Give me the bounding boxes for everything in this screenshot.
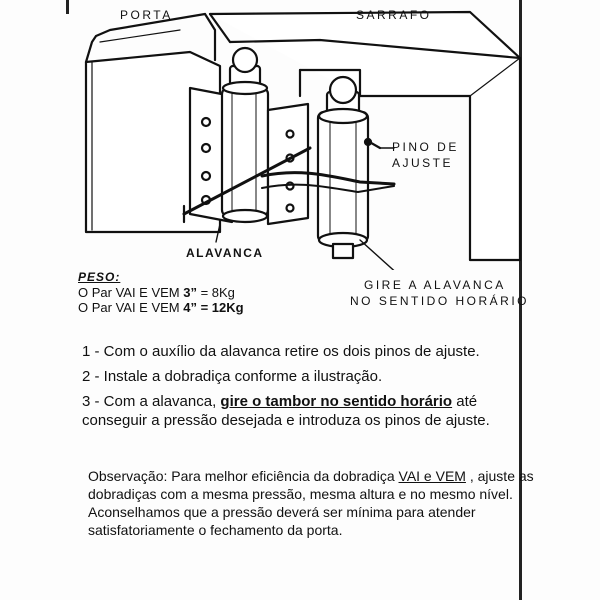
weight-row2-prefix: O Par VAI E VEM xyxy=(78,300,184,315)
label-porta: PORTA xyxy=(120,8,173,22)
weight-title: PESO: xyxy=(78,270,121,284)
weight-row1-size: 3” xyxy=(183,285,197,300)
step-3: 3 - Com a alavanca, gire o tambor no sen… xyxy=(82,392,532,430)
note-pre: Observação: Para melhor eficiência da do… xyxy=(88,468,399,484)
label-gire-line2: NO SENTIDO HORÁRIO xyxy=(350,294,530,308)
label-gire-line1: GIRE A ALAVANCA xyxy=(364,278,506,292)
label-alavanca: ALAVANCA xyxy=(186,246,264,260)
page-edge-right xyxy=(519,0,522,600)
right-barrel xyxy=(316,110,370,244)
note-emphasis: VAI e VEM xyxy=(398,468,466,484)
label-pino-line1: PINO DE xyxy=(392,140,459,154)
weight-row2-size: 4” = 12Kg xyxy=(183,300,244,315)
observation-note: Observação: Para melhor eficiência da do… xyxy=(88,467,538,539)
weight-table: PESO: O Par VAI E VEM 3” = 8Kg O Par VAI… xyxy=(78,270,244,315)
step-1: 1 - Com o auxílio da alavanca retire os … xyxy=(82,343,480,360)
weight-row1-value: = 8Kg xyxy=(196,285,235,300)
page-edge-left xyxy=(66,0,69,14)
installation-steps: 1 - Com o auxílio da alavanca retire os … xyxy=(82,342,532,430)
lever-strap xyxy=(260,171,396,186)
weight-row1-prefix: O Par VAI E VEM xyxy=(78,285,184,300)
label-pino-line2: AJUSTE xyxy=(392,156,454,170)
hinge-illustration xyxy=(84,10,522,270)
step-3-emphasis: gire o tambor no sentido horário xyxy=(220,393,453,410)
step-2: 2 - Instale a dobradiça conforme a ilust… xyxy=(82,368,383,385)
step-3-post: até conseguir a pressão desejada e intro… xyxy=(82,393,490,429)
note-post: , ajuste as dobradiças com a mesma press… xyxy=(88,468,534,538)
left-barrel xyxy=(220,86,270,218)
lever-bar xyxy=(182,146,312,216)
label-sarrafo: SARRAFO xyxy=(356,8,432,22)
note-paragraph: Observação: Para melhor eficiência da do… xyxy=(88,467,538,539)
weight-row-4in: O Par VAI E VEM 4” = 12Kg xyxy=(78,300,244,315)
step-3-pre: 3 - Com a alavanca, xyxy=(82,393,221,410)
weight-row-3in: O Par VAI E VEM 3” = 8Kg xyxy=(78,285,244,300)
